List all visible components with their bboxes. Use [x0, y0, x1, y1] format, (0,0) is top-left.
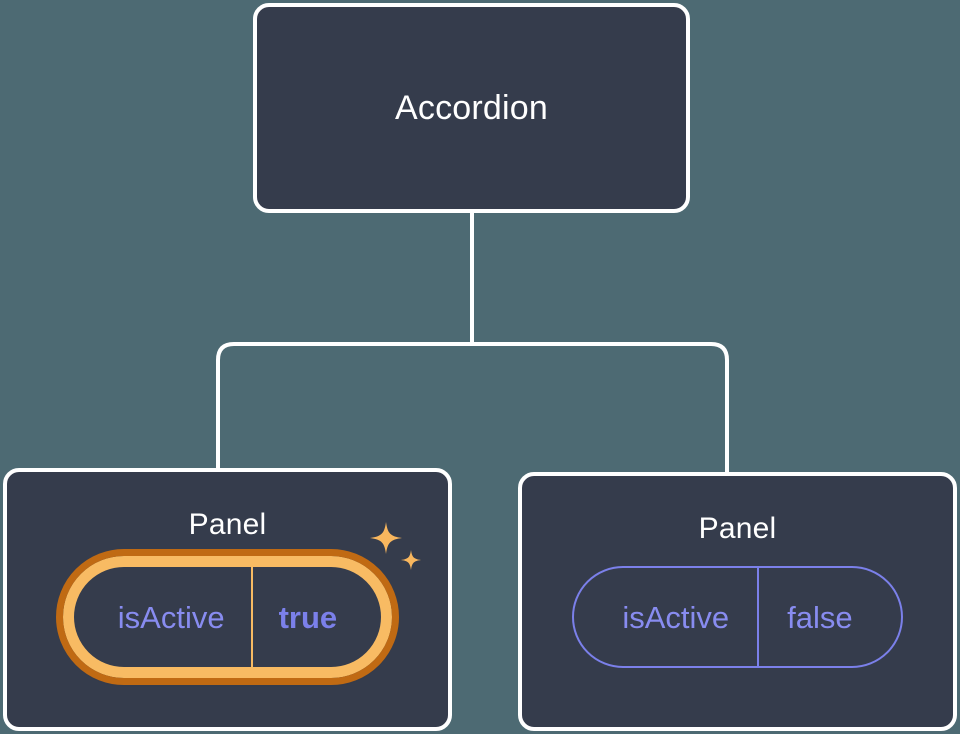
prop-pill-active-wrapper: isActive true	[55, 522, 422, 685]
node-panel-active-title: Panel	[188, 508, 267, 541]
node-panel-active[interactable]: Panel isActive true	[3, 468, 452, 731]
connector-branch-left	[216, 342, 472, 470]
node-accordion[interactable]: Accordion	[253, 3, 690, 213]
node-panel-inactive[interactable]: Panel isActive false	[518, 472, 957, 731]
sparkle-small-icon	[401, 550, 422, 570]
prop-pill-inactive-wrapper: isActive false	[572, 566, 903, 668]
node-accordion-title: Accordion	[395, 89, 548, 127]
prop-pill-active[interactable]: isActive true	[55, 549, 400, 685]
prop-key-isactive-active: isActive	[117, 599, 225, 635]
prop-key-isactive-inactive: isActive	[622, 599, 730, 635]
connector-branch-right	[472, 342, 729, 474]
prop-value-isactive-active: true	[250, 567, 382, 667]
prop-value-isactive-inactive: false	[757, 568, 900, 666]
node-panel-inactive-title: Panel	[698, 512, 777, 545]
prop-pill-inactive[interactable]: isActive false	[572, 566, 903, 668]
sparkle-large-icon	[370, 522, 403, 554]
